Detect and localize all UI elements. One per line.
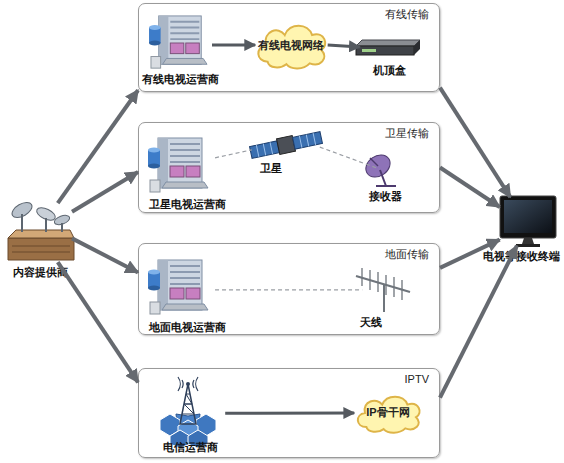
flow-arrow: [225, 412, 354, 415]
dish-mast: [45, 218, 47, 232]
tv-frame: [500, 196, 556, 238]
node-label: 卫星电视运营商: [140, 198, 235, 211]
set-top-box-icon: [356, 40, 420, 55]
transmission-panel: 地面电视运营商 天线 地面传输: [138, 243, 440, 335]
radio-waves: [178, 377, 198, 391]
node-label: 地面电视运营商: [140, 321, 235, 334]
flow-arrow: [440, 240, 500, 268]
stb-side: [414, 40, 420, 55]
panel-grid: [299, 133, 315, 148]
flow-arrow: [58, 90, 138, 203]
signal-link: [215, 150, 252, 158]
panel-heading: 地面传输: [319, 248, 429, 261]
signal-link: [320, 147, 376, 168]
tv-stand: [522, 238, 534, 244]
flow-arrow: [328, 45, 360, 47]
provider-lines: [12, 246, 70, 252]
device-node: 有线电视运营商: [140, 13, 220, 89]
solar-panel: [293, 132, 323, 150]
flow-arrow: [72, 238, 138, 272]
device-node: 电视等接收终端: [480, 188, 562, 264]
content-provider-icon: [8, 199, 74, 260]
flow-arrow: [58, 262, 138, 382]
satellite-icon: [249, 130, 323, 161]
cloud-label: 有线电视网络: [252, 39, 330, 52]
node-label: 卫星: [256, 162, 286, 175]
device-node: 机顶盒: [355, 36, 423, 80]
flow-arrow: [440, 246, 517, 398]
device-node: 接收器: [355, 148, 415, 206]
flow-arrow: [440, 88, 510, 198]
transmission-panel: 电信运营商 IP骨干网 IPTV: [138, 368, 440, 458]
tower-frame: [180, 384, 196, 424]
device-node: 天线: [345, 262, 417, 330]
dish-stand: [376, 170, 396, 186]
tv-base: [516, 244, 540, 247]
stb-display: [362, 49, 376, 52]
node-label: 内容提供商: [3, 266, 78, 279]
provider-roof: [8, 230, 74, 238]
device-node: 电信运营商: [150, 374, 230, 456]
flow-arrow: [212, 43, 255, 46]
panel-grid: [256, 142, 272, 157]
satellite-operator-building: [148, 138, 208, 192]
flow-arrow: [440, 168, 500, 208]
device-node: 内容提供商: [3, 188, 78, 283]
device-node: 卫星电视运营商: [140, 133, 235, 213]
stb-front: [356, 46, 414, 55]
antenna-elements: [362, 268, 402, 300]
flow-arrow: [72, 172, 138, 212]
node-label: 机顶盒: [355, 64, 423, 77]
transmission-panel: 卫星电视运营商 卫星接收器 卫星传输: [138, 122, 440, 213]
panel-heading: 有线传输: [319, 8, 429, 21]
telecom-tower-icon: [160, 377, 216, 448]
cloud-label: IP骨干网: [352, 406, 424, 419]
network-cloud: 有线电视网络: [252, 20, 330, 70]
device-node: 卫星: [245, 124, 330, 179]
antenna-mast: [383, 284, 385, 312]
tower-lattice: [182, 394, 194, 414]
node-label: 电视等接收终端: [480, 250, 562, 263]
cable-operator-building: [149, 16, 207, 68]
receiver-dish-icon: [362, 150, 396, 186]
antenna-icon: [356, 268, 410, 312]
node-label: 接收器: [355, 190, 415, 203]
stb-top: [356, 40, 420, 46]
node-label: 有线电视运营商: [140, 73, 220, 86]
transmission-panel: 有线电视运营商 有线电视网络机顶盒 有线传输: [138, 3, 440, 92]
dish-bowl: [362, 150, 395, 181]
tv-icon: [500, 196, 556, 247]
tower-tip: [186, 382, 190, 386]
signal-link: [215, 289, 362, 290]
solar-panel: [250, 141, 280, 159]
terrestrial-operator-building: [148, 260, 208, 314]
node-label: 电信运营商: [150, 441, 230, 454]
dish-feed: [370, 158, 378, 166]
node-label: 天线: [355, 316, 387, 329]
tv-screen: [504, 200, 552, 233]
dish-mast: [61, 223, 63, 232]
provider-base: [8, 238, 74, 260]
dish-mast: [21, 214, 23, 232]
panel-heading: 卫星传输: [319, 127, 429, 140]
panel-heading: IPTV: [319, 373, 429, 386]
network-cloud: IP骨干网: [352, 392, 424, 434]
device-node: 地面电视运营商: [140, 253, 235, 335]
